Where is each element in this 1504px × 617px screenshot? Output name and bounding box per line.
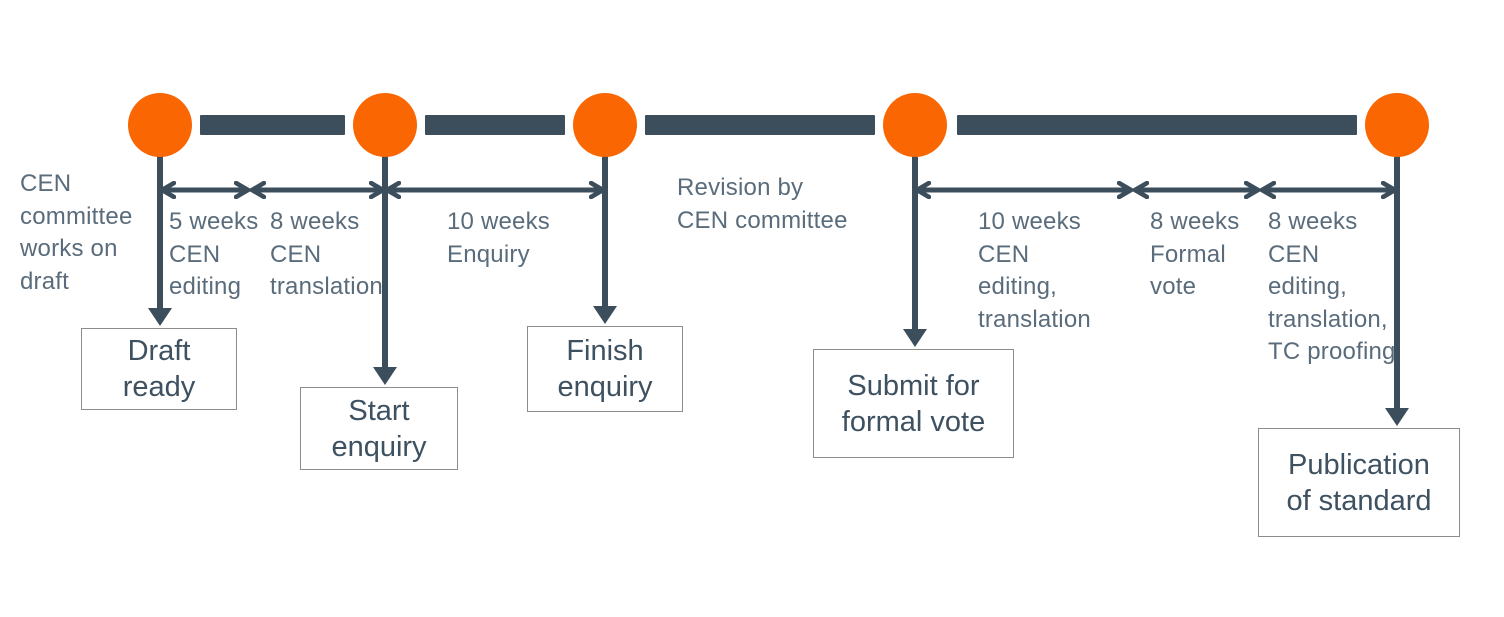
timeline-bar (425, 115, 565, 135)
milestone-dot (573, 93, 637, 157)
milestone-box-submit-formal-vote: Submit for formal vote (813, 349, 1014, 458)
milestone-dot (883, 93, 947, 157)
timeline-bar (645, 115, 875, 135)
milestone-dot (353, 93, 417, 157)
milestone-dot (128, 93, 192, 157)
milestone-box-publication-of-standard: Publication of standard (1258, 428, 1460, 537)
milestone-box-start-enquiry: Start enquiry (300, 387, 458, 470)
timeline-bar (957, 115, 1357, 135)
duration-label-enquiry-10w: 10 weeks Enquiry (447, 208, 550, 268)
milestone-box-finish-enquiry: Finish enquiry (527, 326, 683, 412)
duration-label-formal-vote-8w: 8 weeks Formal vote (1150, 208, 1240, 300)
duration-label-cen-editing-translation-10w: 10 weeks CEN editing, translation (978, 208, 1091, 333)
milestone-dot (1365, 93, 1429, 157)
timeline-bar (200, 115, 345, 135)
note-revision-by-cen-committee: Revision by CEN committee (677, 174, 848, 234)
duration-label-cen-editing-5w: 5 weeks CEN editing (169, 208, 259, 300)
duration-label-editing-translation-proofing-8w: 8 weeks CEN editing, translation, TC pro… (1268, 208, 1396, 365)
milestone-box-draft-ready: Draft ready (81, 328, 237, 410)
duration-label-cen-translation-8w: 8 weeks CEN translation (270, 208, 383, 300)
note-cen-committee-works-on-draft: CEN committee works on draft (20, 170, 133, 295)
